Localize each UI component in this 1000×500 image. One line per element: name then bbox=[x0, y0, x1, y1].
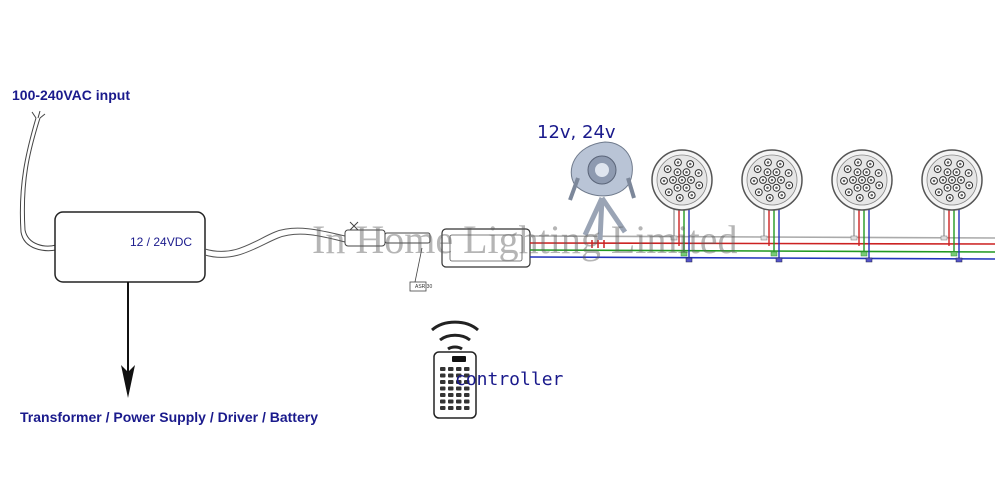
spotlight-voltage-label: 12v, 24v bbox=[537, 122, 616, 143]
remote-key bbox=[440, 373, 446, 378]
remote-key bbox=[448, 367, 454, 371]
rgb-receiver-icon bbox=[409, 228, 531, 292]
wireless-signal-icon bbox=[431, 320, 479, 351]
remote-control-icon bbox=[433, 351, 477, 419]
remote-key bbox=[464, 373, 470, 378]
remote-key bbox=[464, 386, 470, 391]
remote-key bbox=[456, 406, 462, 410]
remote-key bbox=[440, 380, 446, 384]
remote-key bbox=[456, 386, 462, 391]
led-downlight-icon bbox=[921, 149, 983, 263]
remote-key bbox=[440, 406, 446, 410]
remote-key bbox=[456, 367, 462, 371]
remote-key bbox=[456, 393, 462, 397]
spotlight-icon bbox=[568, 141, 636, 248]
led-downlight-icon bbox=[651, 149, 713, 263]
controller-label: controller bbox=[455, 369, 564, 390]
remote-key bbox=[440, 399, 446, 404]
remote-key bbox=[464, 399, 470, 404]
output-arrow bbox=[121, 282, 135, 398]
remote-key bbox=[456, 399, 462, 404]
dc-connector bbox=[344, 221, 431, 247]
dc-cable bbox=[204, 227, 346, 258]
remote-key bbox=[464, 406, 470, 410]
led-downlight-icon bbox=[831, 149, 893, 263]
receiver-tag: ASR 30 bbox=[415, 284, 433, 290]
remote-key bbox=[456, 380, 462, 384]
psu-output-label: 12 / 24VDC bbox=[130, 235, 193, 249]
remote-key bbox=[448, 399, 454, 404]
remote-key bbox=[448, 373, 454, 378]
remote-key bbox=[464, 380, 470, 384]
remote-key bbox=[440, 386, 446, 391]
downlight-group bbox=[651, 149, 983, 263]
ac-input-cable bbox=[19, 110, 57, 252]
remote-key bbox=[448, 406, 454, 410]
remote-key bbox=[448, 380, 454, 384]
remote-key bbox=[464, 367, 470, 371]
led-downlight-icon bbox=[741, 149, 803, 263]
power-source-label: Transformer / Power Supply / Driver / Ba… bbox=[20, 409, 318, 425]
remote-key bbox=[456, 373, 462, 378]
remote-key bbox=[448, 393, 454, 397]
remote-key bbox=[448, 386, 454, 391]
watermark: In Home Lighting Limited bbox=[312, 217, 738, 262]
remote-key bbox=[440, 367, 446, 371]
remote-key bbox=[440, 393, 446, 397]
power-supply-box-icon bbox=[54, 211, 206, 283]
remote-key bbox=[464, 393, 470, 397]
input-voltage-label: 100-240VAC input bbox=[12, 87, 130, 103]
